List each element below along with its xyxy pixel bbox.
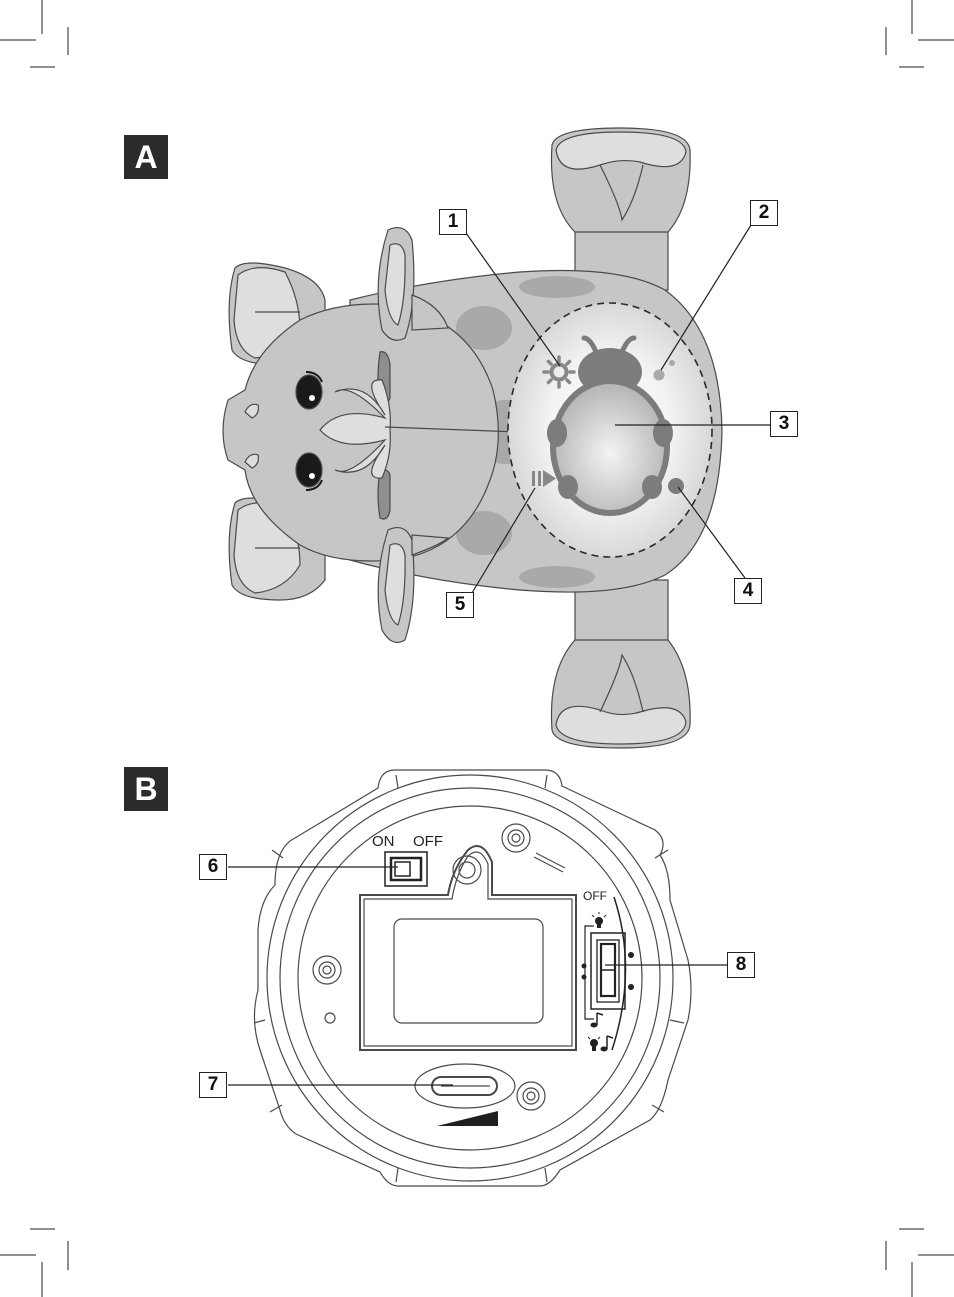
indicator-led-small [669, 360, 675, 366]
callout-4: 4 [734, 578, 762, 604]
callout-5: 5 [446, 592, 474, 618]
callout-1: 1 [439, 209, 467, 235]
callout-3: 3 [770, 411, 798, 437]
power-on-label: ON [372, 833, 395, 850]
indicator-led [654, 370, 665, 381]
power-off-label: OFF [413, 833, 443, 850]
callout-8: 8 [727, 952, 755, 978]
callout-7: 7 [199, 1072, 227, 1098]
mode-off-label: OFF [583, 889, 607, 903]
power-switch[interactable] [385, 852, 427, 886]
callout-6: 6 [199, 854, 227, 880]
callout-2: 2 [750, 200, 778, 226]
